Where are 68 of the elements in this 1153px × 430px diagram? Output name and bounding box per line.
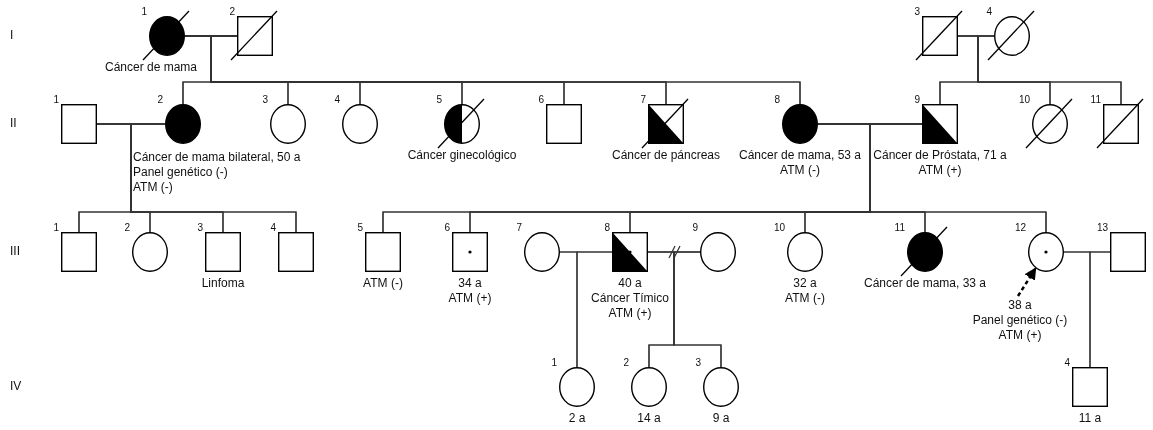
annotation-text: 32 a (793, 276, 817, 290)
individual-number: 11 (894, 222, 905, 233)
annotation-text: ATM (+) (608, 306, 652, 320)
annotation-text: Cáncer de mama bilateral, 50 a (133, 150, 301, 164)
individual-number: 5 (436, 94, 442, 105)
individual-number: 4 (986, 6, 992, 17)
annotation-text: ATM (-) (133, 180, 173, 194)
individual-number: 8 (604, 222, 610, 233)
individual-number: 9 (914, 94, 920, 105)
annotation-text: Cáncer de mama, 33 a (863, 276, 987, 290)
individual-number: 6 (538, 94, 544, 105)
annotation-text: Cáncer ginecológico (407, 148, 517, 162)
generation-numeral: I (10, 28, 14, 42)
individual-number: 2 (229, 6, 235, 17)
annotation-text: ATM (+) (998, 328, 1042, 342)
individual-number: 2 (623, 357, 629, 368)
individual-number: 13 (1096, 222, 1108, 233)
individual-number: 6 (444, 222, 450, 233)
individual-number: 12 (1014, 222, 1026, 233)
annotation-text: Panel genético (-) (133, 165, 228, 179)
individual-number: 1 (141, 6, 147, 17)
descent-line (1089, 251, 1111, 368)
proband-arrow (1016, 267, 1037, 297)
annotation-text: ATM (+) (918, 163, 962, 177)
annotation-text: ATM (+) (448, 291, 492, 305)
individual-number: 9 (692, 222, 698, 233)
individual-number: 4 (1064, 357, 1070, 368)
individual-number: 10 (1018, 94, 1030, 105)
descent-line (130, 123, 297, 233)
annotation-text: 2 a (568, 411, 586, 425)
individual-number: 4 (334, 94, 340, 105)
individual-number: 1 (53, 94, 59, 105)
generation-numeral: II (10, 116, 17, 130)
annotation-text: Cáncer Tímico (591, 291, 669, 305)
individual-number: 7 (516, 222, 522, 233)
individual-number: 2 (124, 222, 130, 233)
individual-number: 3 (695, 357, 701, 368)
individual-number: 1 (53, 222, 59, 233)
annotation-text: Linfoma (201, 276, 245, 290)
annotation-text: 34 a (458, 276, 482, 290)
individual-number: 3 (914, 6, 920, 17)
individual-number: 5 (357, 222, 363, 233)
annotation-text: ATM (-) (785, 291, 825, 305)
annotation-text: Cáncer de Próstata, 71 a (873, 148, 1007, 162)
annotation-text: 40 a (618, 276, 642, 290)
annotation-text: 14 a (637, 411, 661, 425)
individual-number: 11 (1090, 94, 1101, 105)
individual-number: 1 (551, 357, 557, 368)
annotation-text: 11 a (1078, 411, 1102, 425)
annotation-text: Cáncer de mama, 53 a (738, 148, 862, 162)
annotation-text: Cáncer de mama (105, 60, 197, 74)
descent-line (576, 251, 613, 368)
generation-numeral: III (10, 244, 20, 258)
individual-number: 3 (262, 94, 268, 105)
annotation-text: ATM (-) (780, 163, 820, 177)
individual-number: 10 (773, 222, 785, 233)
annotation-text: 38 a (1008, 298, 1032, 312)
annotation-text: 9 a (712, 411, 730, 425)
annotation-text: Panel genético (-) (972, 313, 1068, 327)
individual-number: 4 (270, 222, 276, 233)
individual-number: 8 (774, 94, 780, 105)
annotation-text: ATM (-) (363, 276, 403, 290)
individual-number: 7 (640, 94, 646, 105)
generation-numeral: IV (10, 379, 22, 393)
individual-number: 3 (197, 222, 203, 233)
individual-number: 2 (157, 94, 163, 105)
annotation-text: Cáncer de páncreas (611, 148, 721, 162)
descent-line (673, 251, 722, 368)
